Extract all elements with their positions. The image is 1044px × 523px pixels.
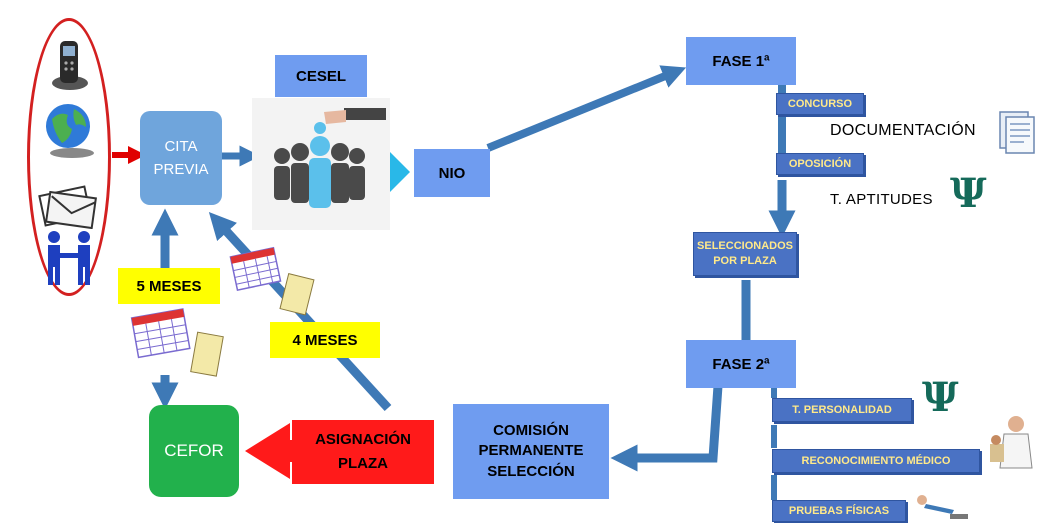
documentacion-label: DOCUMENTACIÓN (830, 122, 976, 139)
cefor-node: CEFOR (149, 405, 239, 497)
pruebas-fisicas-node: PRUEBAS FÍSICAS (772, 500, 906, 522)
doctor-icon (990, 416, 1033, 469)
calendar-icon (229, 246, 315, 316)
exercise-icon (917, 495, 968, 519)
people-selection-icon (274, 108, 386, 208)
calendar-icon (130, 308, 224, 377)
arrow-fase2-to-comision (610, 385, 723, 472)
asignacion-node: ASIGNACIÓN PLAZA (292, 420, 434, 484)
cita-previa-node: CITA PREVIA (140, 111, 222, 205)
documents-icon (999, 111, 1035, 154)
five-months-label: 5 MESES (118, 268, 220, 304)
nio-node: NIO (414, 149, 490, 197)
psi-icon: Ψ (950, 170, 987, 217)
arrow-asignacion-to-cefor (245, 423, 300, 479)
handshake-icon (48, 231, 90, 285)
four-months-label: 4 MESES (270, 322, 380, 358)
mail-icon (38, 185, 97, 229)
phone-icon (52, 41, 88, 90)
contact-channels-oval (27, 18, 111, 296)
arrow-nio-to-fase1 (486, 65, 687, 152)
seleccionados-node: SELECCIONADOS POR PLAZA (693, 232, 797, 276)
cesel-people-image (252, 98, 390, 230)
globe-icon (46, 104, 94, 158)
fase1-node: FASE 1ª (686, 37, 796, 85)
oposicion-node: OPOSICIÓN (776, 153, 864, 175)
cesel-label: CESEL (275, 55, 367, 97)
concurso-node: CONCURSO (776, 93, 864, 115)
t-personalidad-node: T. PERSONALIDAD (772, 398, 912, 422)
reconocimiento-node: RECONOCIMIENTO MÉDICO (772, 449, 980, 473)
fase2-node: FASE 2ª (686, 340, 796, 388)
psi-icon: Ψ (922, 374, 959, 421)
comision-node: COMISIÓN PERMANENTE SELECCIÓN (453, 404, 609, 499)
t-aptitudes-label: T. APTITUDES (830, 191, 933, 208)
